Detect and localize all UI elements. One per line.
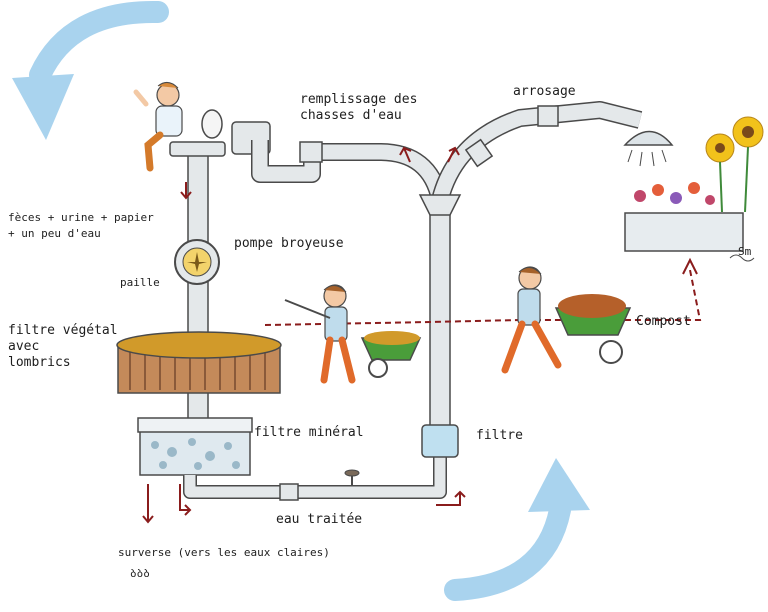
label-paille: paille [120, 276, 160, 289]
label-filtre-vegetal-1: filtre végétal [8, 323, 118, 338]
label-signature: Sm [738, 245, 752, 258]
cycle-arrow-icon-top [12, 0, 169, 140]
valve-icon [344, 469, 360, 486]
treated-water-pipe [183, 455, 447, 501]
compost-arrow-head [682, 257, 698, 275]
shower-head-icon [623, 130, 674, 167]
label-pompe: pompe broyeuse [234, 236, 344, 251]
mineral-filter [137, 417, 253, 476]
label-feces-2: + un peu d'eau [8, 227, 101, 240]
wheelbarrow-icon-1 [360, 331, 422, 378]
sunflower-icon [705, 116, 764, 213]
label-compost: Compost [636, 314, 691, 329]
vegetal-filter [116, 331, 282, 394]
label-eau-traitee: eau traitée [276, 512, 363, 527]
cycle-arrow-icon-bottom [444, 458, 590, 601]
signature-mark [729, 254, 755, 262]
flower-icon [634, 182, 715, 205]
label-remplissage-1: remplissage des [300, 92, 418, 107]
flower-planter [624, 116, 764, 252]
label-filtre-vegetal-2: avec [8, 339, 40, 354]
flush-pipe [251, 140, 449, 203]
arrosage-pipe [431, 101, 643, 203]
label-surverse: surverse (vers les eaux claires) [118, 546, 330, 559]
flow-arrows [142, 146, 466, 524]
label-remplissage-2: chasses d'eau [300, 108, 402, 123]
filter-cartridge [421, 424, 459, 458]
pump-icon [174, 239, 220, 285]
label-filtre: filtre [476, 428, 523, 443]
label-feces-1: fèces + urine + papier [8, 211, 154, 224]
label-arrosage: arrosage [513, 84, 576, 99]
return-pipe [418, 194, 462, 431]
person-icon-toilet [133, 82, 183, 172]
wheelbarrow-icon-2 [554, 294, 632, 364]
person-icon-wheelbarrow [501, 266, 562, 374]
label-filtre-mineral: filtre minéral [254, 425, 364, 440]
label-filtre-vegetal-3: lombrics [8, 355, 71, 370]
label-drops: ბბბ [130, 567, 150, 580]
person-icon-fork [284, 284, 356, 384]
